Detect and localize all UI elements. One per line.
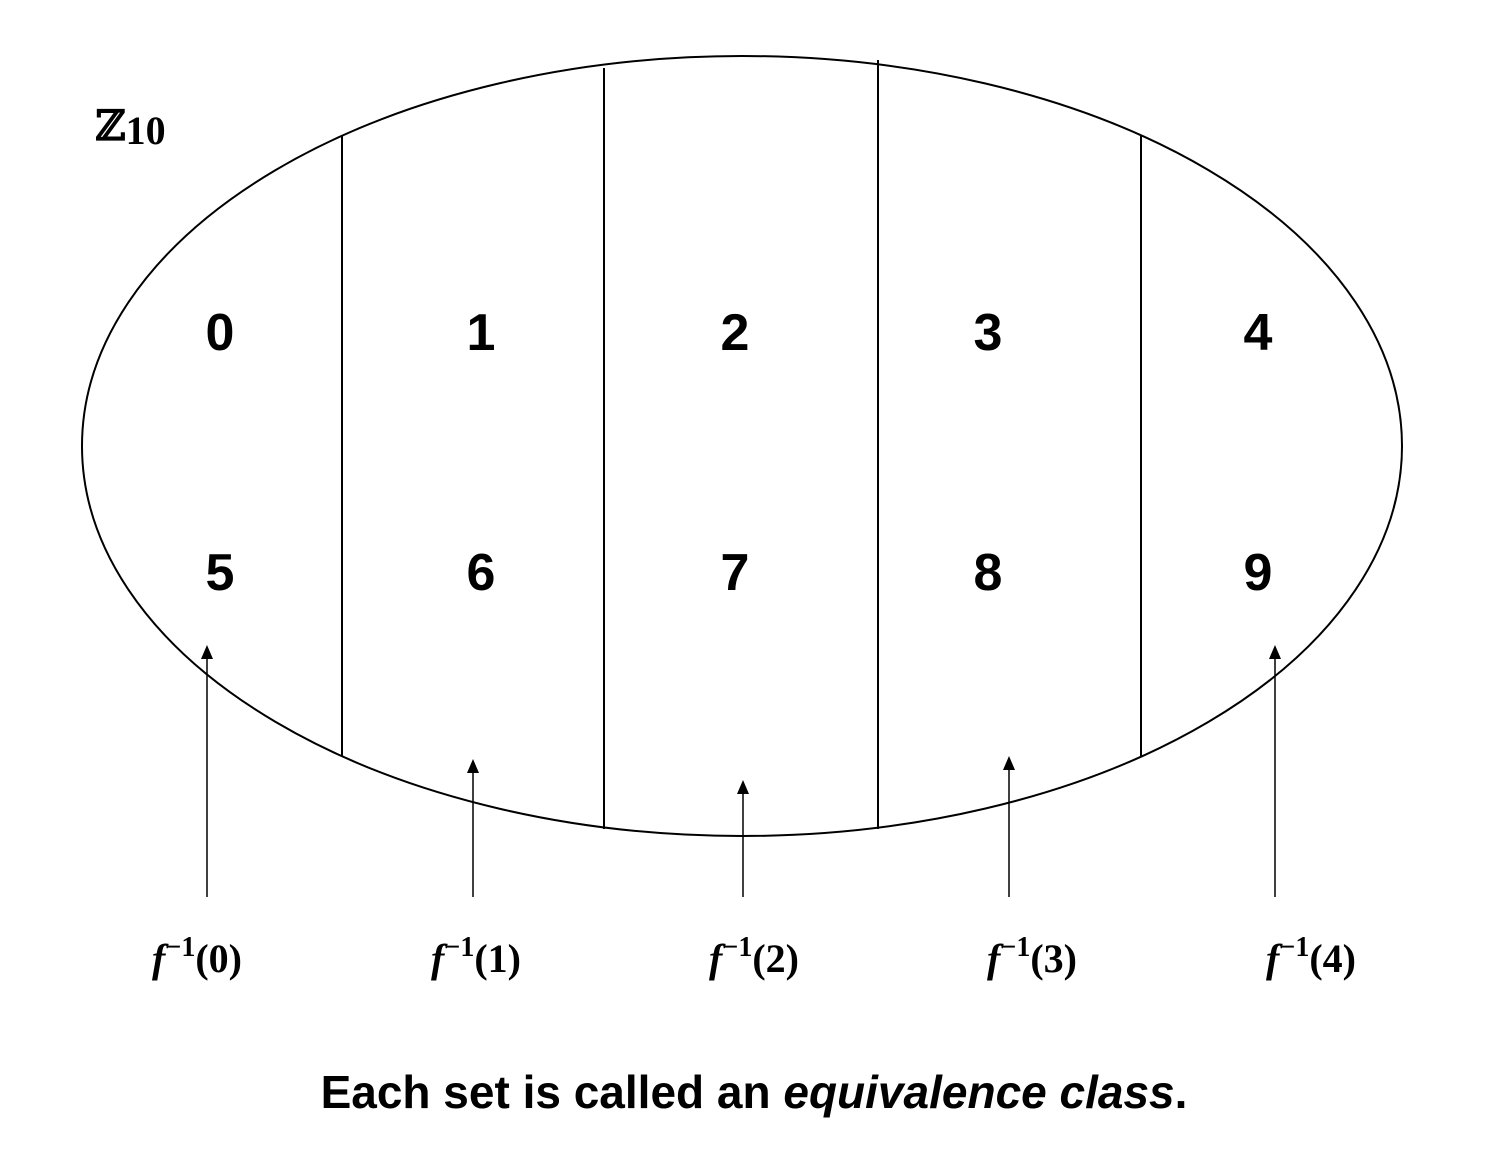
arrow-head [737,780,749,794]
element-top: 2 [721,304,750,362]
arrow-head [201,645,213,659]
element-top: 0 [206,304,235,362]
element-bottom: 9 [1244,544,1273,602]
set-label: ℤ10 [95,101,166,153]
equivalence-class-1: 1 6 f−1(1) [431,304,521,981]
element-top: 3 [974,304,1003,362]
caption-emphasis: equivalence class [783,1066,1174,1118]
element-bottom: 6 [467,544,496,602]
equivalence-class-2: 2 7 f−1(2) [709,304,799,981]
set-subscript: 10 [126,108,166,153]
element-bottom: 7 [721,544,750,602]
element-bottom: 5 [206,544,235,602]
arrow-head [1269,645,1281,659]
preimage-label: f−1(3) [987,932,1077,981]
preimage-label: f−1(2) [709,932,799,981]
preimage-label: f−1(4) [1266,932,1356,981]
preimage-label: f−1(0) [152,932,242,981]
element-bottom: 8 [974,544,1003,602]
element-top: 4 [1244,304,1273,362]
caption-prefix: Each set is called an [321,1066,784,1118]
caption-suffix: . [1175,1066,1188,1118]
arrow-head [467,759,479,773]
set-symbol: ℤ [95,101,126,150]
set-ellipse [81,55,1403,837]
caption: Each set is called an equivalence class. [321,1066,1188,1118]
equivalence-class-4: 4 9 f−1(4) [1244,304,1356,981]
preimage-label: f−1(1) [431,932,521,981]
equivalence-class-3: 3 8 f−1(3) [974,304,1077,981]
equivalence-class-0: 0 5 f−1(0) [152,304,242,981]
arrow-head [1003,756,1015,770]
element-top: 1 [467,304,496,362]
